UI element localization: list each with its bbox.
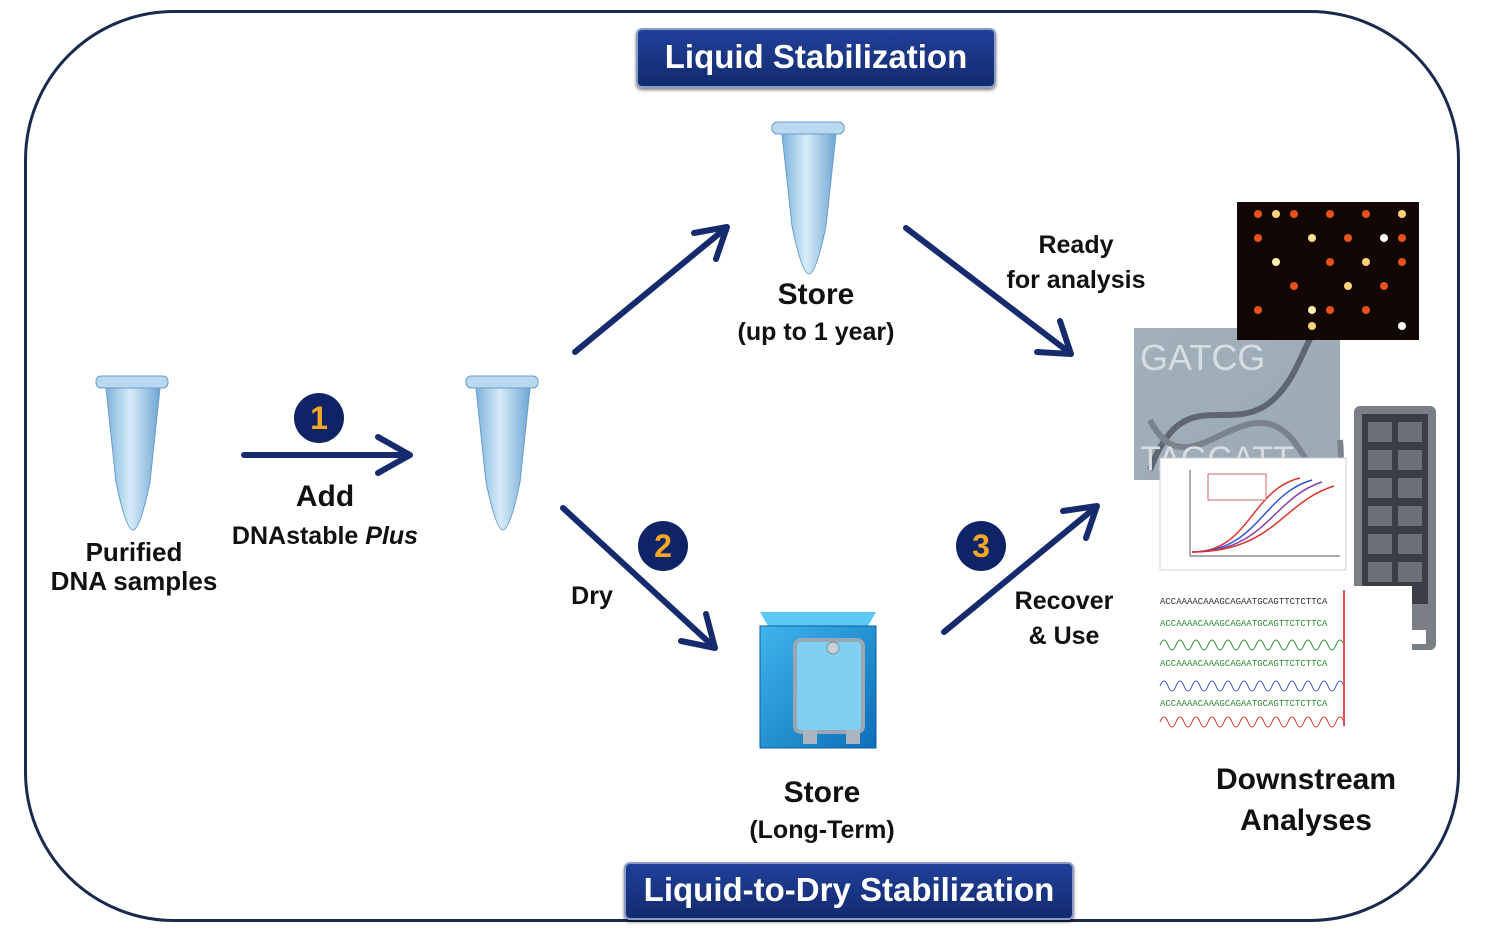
purified-label-line2: DNA samples: [50, 566, 218, 597]
store-dry-duration: (Long-Term): [749, 816, 895, 844]
step-2-badge: 2: [638, 521, 688, 571]
store-liquid-label: Store: [777, 278, 855, 311]
arrow-recover: [941, 503, 1100, 635]
liquid-stabilization-banner: Liquid Stabilization: [636, 28, 996, 88]
svg-text:GATCG: GATCG: [1140, 337, 1265, 378]
liquid-to-dry-stabilization-banner: Liquid-to-Dry Stabilization: [624, 862, 1074, 920]
sequencing-trace-image: ACCAAAACAAAGCAGAATGCAGTTCTCTTCA ACCAAAAC…: [1156, 586, 1412, 728]
downstream-line1: Downstream: [1215, 763, 1397, 796]
downstream-line2: Analyses: [1240, 803, 1372, 837]
arrow-add: [241, 434, 413, 476]
svg-text:ACCAAAACAAAGCAGAATGCAGTTCTCTTC: ACCAAAACAAAGCAGAATGCAGTTCTCTTCA: [1160, 699, 1328, 709]
store-dry-label: Store: [783, 776, 861, 809]
add-label: Add: [295, 480, 355, 513]
tube-icon: [95, 375, 169, 531]
tube-icon: [771, 121, 845, 275]
svg-text:ACCAAAACAAAGCAGAATGCAGTTCTCTTC: ACCAAAACAAAGCAGAATGCAGTTCTCTTCA: [1160, 659, 1328, 669]
step-3-badge: 3: [956, 521, 1006, 571]
qpcr-plot-image: [1159, 457, 1347, 571]
ready-line1: Ready: [1038, 231, 1114, 259]
recover-use-label: Recover & Use: [992, 584, 1136, 654]
purified-dna-label: Purified DNA samples: [34, 537, 234, 597]
microarray-image: [1237, 202, 1419, 340]
arrow-to-store-liquid: [572, 224, 730, 355]
dnastable-text: DNAstable: [231, 522, 366, 550]
purified-label-line1: Purified: [85, 537, 183, 567]
desiccator-box-icon: [759, 612, 877, 749]
ready-line2: for analysis: [1006, 266, 1146, 294]
dry-label: Dry: [571, 582, 613, 610]
recover-line1: Recover: [1014, 587, 1114, 615]
recover-line2: & Use: [1028, 622, 1100, 650]
step-1-badge: 1: [294, 393, 344, 443]
downstream-analyses-label: Downstream Analyses: [1186, 760, 1426, 841]
arrow-dry: [560, 505, 718, 651]
store-liquid-duration: (up to 1 year): [737, 318, 895, 346]
svg-text:ACCAAAACAAAGCAGAATGCAGTTCTCTTC: ACCAAAACAAAGCAGAATGCAGTTCTCTTCA: [1160, 619, 1328, 629]
ready-for-analysis-label: Ready for analysis: [990, 228, 1162, 298]
dnastable-plus-label: DNAstable Plus: [200, 522, 450, 550]
svg-text:ACCAAAACAAAGCAGAATGCAGTTCTCTTC: ACCAAAACAAAGCAGAATGCAGTTCTCTTCA: [1160, 597, 1328, 607]
arrow-ready: [903, 225, 1074, 357]
plus-text: Plus: [365, 522, 419, 550]
tube-icon: [465, 375, 539, 531]
